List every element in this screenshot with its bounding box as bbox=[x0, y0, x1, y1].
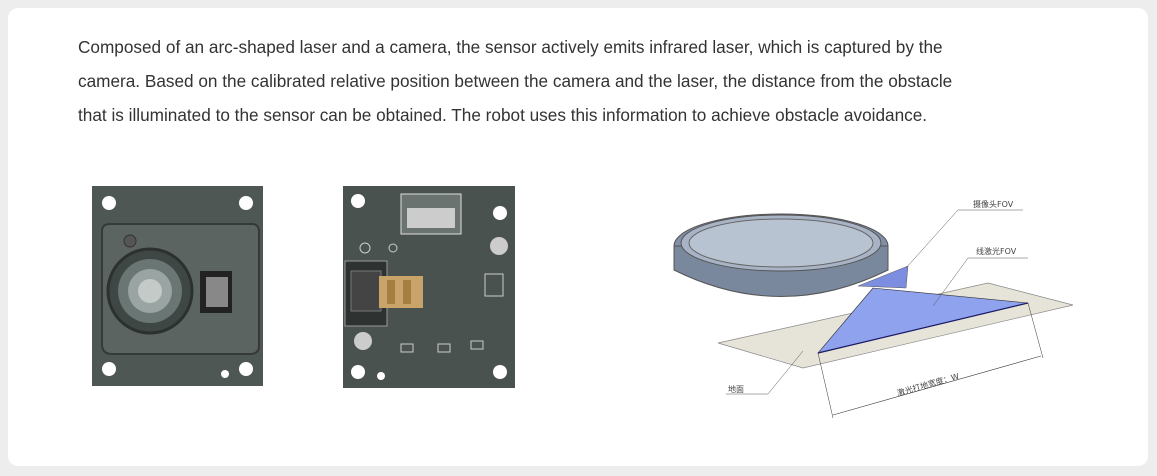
ground-label: 地面 bbox=[728, 384, 744, 394]
camera-module-image bbox=[92, 186, 263, 386]
content-card: Composed of an arc-shaped laser and a ca… bbox=[8, 8, 1148, 466]
sensor-pcb-image bbox=[343, 186, 515, 388]
laser-width-label: 激光打地宽度：W bbox=[896, 371, 960, 398]
laser-fov-label: 线激光FOV bbox=[976, 246, 1017, 256]
description-text: Composed of an arc-shaped laser and a ca… bbox=[78, 37, 953, 125]
camera-fov-label: 摄像头FOV bbox=[973, 199, 1014, 209]
laser-fov-diagram: 摄像头FOV 线激光FOV 地面 激光打地宽度：W bbox=[673, 199, 1074, 419]
